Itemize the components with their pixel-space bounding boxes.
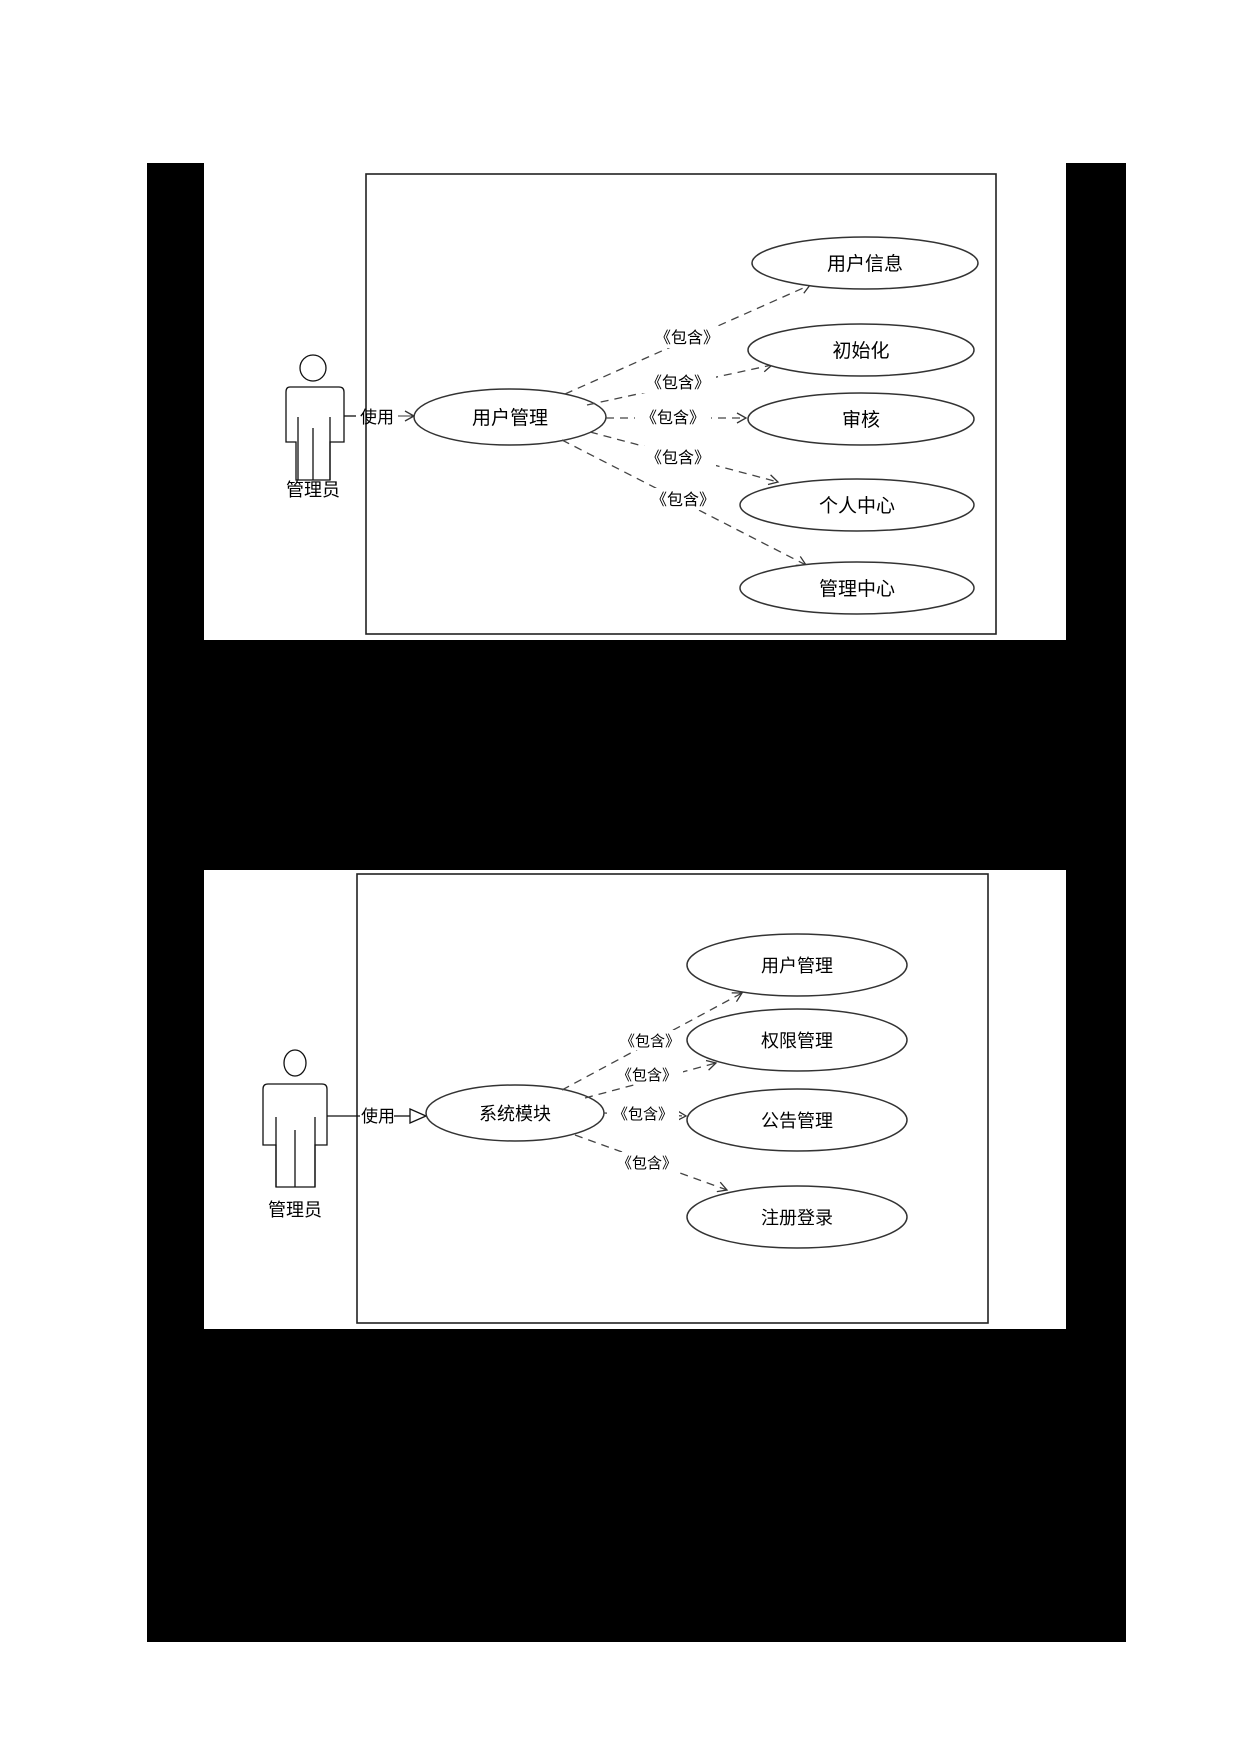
include-label: 《包含》 [651,490,715,509]
use-case-label: 公告管理 [761,1111,833,1132]
include-label: 《包含》 [641,408,705,427]
use-case-main-label: 用户管理 [472,407,548,429]
include-label: 《包含》 [655,328,719,347]
use-case-main[interactable] [413,388,607,446]
system-boundary [356,873,989,1324]
use-case-label: 管理中心 [819,578,895,600]
include-label: 《包含》 [646,373,710,392]
association-label: 使用 [361,1106,395,1127]
include-label: 《包含》 [613,1105,673,1123]
use-case-personal-center[interactable] [739,478,975,532]
use-case-label: 用户信息 [827,253,903,275]
use-case-diagram-user-management: 管理员 使用 用户管理 《包含》 《包含》 《包含》 《包含》 《包含》 [285,173,997,635]
use-case-label: 个人中心 [819,495,895,517]
use-case-main-label: 系统模块 [479,1104,551,1125]
actor-label: 管理员 [286,480,340,501]
use-case-label: 权限管理 [761,1031,833,1052]
use-case-label: 审核 [842,409,880,431]
use-case-label: 用户管理 [761,956,833,977]
use-case-permission-management[interactable] [686,1008,908,1072]
use-case-review[interactable] [747,392,975,446]
diagram-panel-1: 管理员 使用 用户管理 《包含》 《包含》 《包含》 《包含》 《包含》 [204,163,1066,640]
actor-admin-icon [262,1049,328,1188]
actor-label: 管理员 [268,1200,322,1221]
association-label: 使用 [360,407,394,428]
use-case-diagram-system-module: 管理员 使用 系统模块 《包含》 《包含》 《包含》 《包含》 [262,873,989,1324]
generalization-arrow-icon [409,1108,428,1124]
use-case-register-login[interactable] [686,1185,908,1249]
actor-admin-icon [285,354,345,481]
diagram-panel-2: 管理员 使用 系统模块 《包含》 《包含》 《包含》 《包含》 [204,870,1066,1329]
include-label: 《包含》 [646,448,710,467]
include-label: 《包含》 [617,1066,677,1084]
include-label: 《包含》 [617,1154,677,1172]
use-case-announcement-management[interactable] [686,1088,908,1152]
system-boundary [365,173,997,635]
include-label: 《包含》 [620,1032,680,1050]
use-case-user-info[interactable] [751,236,979,290]
use-case-label: 注册登录 [761,1208,833,1229]
use-case-label: 初始化 [832,340,889,362]
use-case-admin-center[interactable] [739,561,975,615]
use-case-user-management[interactable] [686,933,908,997]
use-case-initialize[interactable] [747,323,975,377]
